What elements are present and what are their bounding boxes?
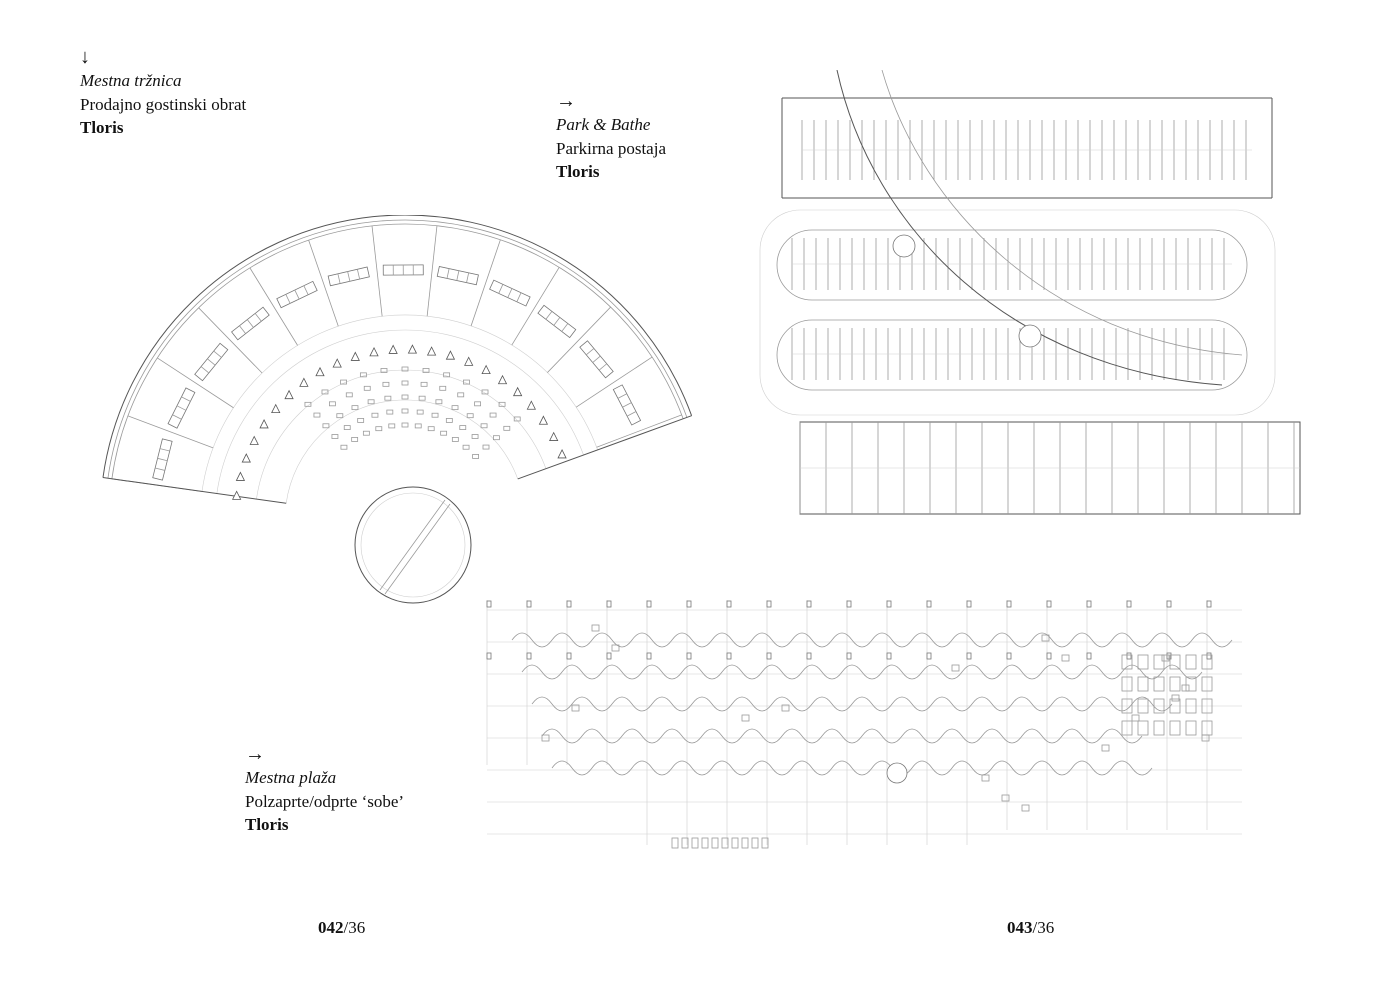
market-title: Mestna tržnica (80, 71, 182, 90)
beach-label: Tloris (245, 815, 289, 834)
page-number-right-value: 043 (1007, 918, 1033, 937)
market-subtitle: Prodajno gostinski obrat (80, 94, 247, 114)
park-caption: → Park & Bathe Parkirna postaja Tloris (556, 90, 666, 184)
right-arrow-icon: → (556, 90, 576, 112)
parking-floor-plan (759, 70, 1301, 515)
beach-title: Mestna plaža (245, 768, 337, 787)
park-label: Tloris (556, 162, 600, 181)
park-subtitle: Parkirna postaja (556, 138, 666, 158)
down-arrow-icon: ↓ (80, 46, 90, 68)
market-label: Tloris (80, 118, 124, 137)
page-number-left-total: /36 (343, 918, 366, 937)
beach-caption: → Mestna plaža Polzaprte/odprte ‘sobe’ T… (245, 743, 404, 837)
page-number-right-total: /36 (1032, 918, 1055, 937)
beach-subtitle: Polzaprte/odprte ‘sobe’ (245, 791, 405, 811)
page-number-left-value: 042 (318, 918, 344, 937)
market-caption: ↓ Mestna tržnica Prodajno gostinski obra… (80, 46, 246, 140)
park-title: Park & Bathe (556, 115, 651, 134)
page-number-left: 042/36 (318, 918, 365, 938)
market-floor-plan (102, 215, 693, 604)
beach-floor-plan (486, 600, 1242, 849)
page-number-right: 043/36 (1007, 918, 1054, 938)
right-arrow-icon: → (245, 743, 265, 765)
